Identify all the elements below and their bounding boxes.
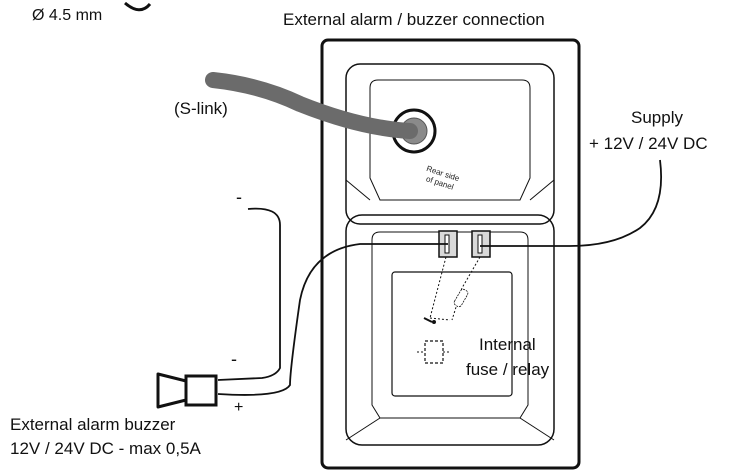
supply-label-line1: Supply bbox=[631, 108, 683, 127]
panel-lower-section bbox=[345, 214, 555, 446]
internal-label-line2: fuse / relay bbox=[466, 360, 550, 379]
relay-switch-icon bbox=[423, 317, 436, 324]
buzzer-label-line1: External alarm buzzer bbox=[10, 415, 176, 434]
diameter-label: Ø 4.5 mm bbox=[32, 7, 103, 24]
horn-buzzer-icon bbox=[156, 372, 218, 409]
s-link-label: (S-link) bbox=[174, 99, 228, 118]
buzzer-positive-wire bbox=[217, 243, 448, 396]
supply-wire bbox=[480, 159, 662, 247]
internal-module-box bbox=[391, 271, 513, 397]
fuse-icon bbox=[453, 288, 469, 308]
internal-label-line1: Internal bbox=[479, 335, 536, 354]
panel-upper-inner bbox=[369, 79, 531, 201]
plus-terminal: + bbox=[234, 399, 244, 416]
minus-terminal-top: - bbox=[236, 187, 242, 207]
s-link-cable bbox=[205, 72, 418, 139]
internal-wiring-dotted bbox=[429, 256, 481, 321]
buzzer-negative-wire bbox=[217, 207, 281, 381]
diameter-symbol-fragment bbox=[124, 1, 152, 12]
relay-chip-icon bbox=[424, 340, 444, 364]
diagram-title: External alarm / buzzer connection bbox=[283, 10, 545, 29]
supply-label-line2: + 12V / 24V DC bbox=[589, 134, 708, 153]
panel-lower-inner bbox=[371, 231, 529, 419]
minus-terminal-bottom: - bbox=[231, 349, 237, 369]
buzzer-label-line2: 12V / 24V DC - max 0,5A bbox=[10, 439, 201, 458]
panel-upper-section bbox=[345, 63, 555, 225]
